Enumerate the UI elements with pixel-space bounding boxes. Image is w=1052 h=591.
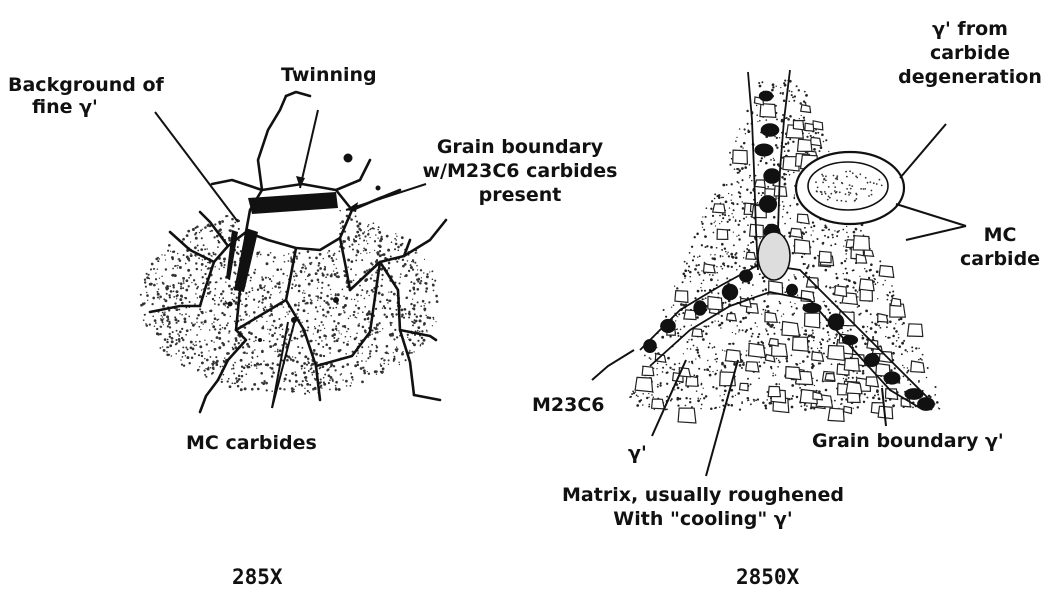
label-gamma-prime: γ' [628, 442, 647, 464]
grain-boundaries-285x [150, 92, 446, 412]
leader-background [155, 112, 238, 222]
twinning-bands [226, 192, 338, 292]
label-grain-boundary-gamma: Grain boundary γ' [812, 430, 1004, 452]
stipple-fine-gamma-prime [140, 210, 439, 395]
label-background-line2: fine γ' [32, 96, 98, 118]
label-mc-carbide-line1: MC [960, 224, 1040, 246]
label-gp-carbide-line1: γ' from [890, 18, 1050, 40]
label-grain-boundary-line3: present [410, 184, 630, 206]
label-grain-boundary-line1: Grain boundary [410, 136, 630, 158]
label-background-line1: Background of [8, 74, 164, 96]
label-mc-carbide-line2: carbide [960, 248, 1040, 270]
leader-mc-2 [272, 316, 296, 408]
label-matrix-line2: With "cooling" γ' [540, 508, 866, 530]
magnification-2850x: 2850X [736, 566, 799, 588]
micrograph-285x [140, 92, 446, 412]
label-matrix-line1: Matrix, usually roughened [540, 484, 866, 506]
magnification-285x: 285X [232, 566, 283, 588]
label-gp-carbide-line3: degeneration [890, 66, 1050, 88]
label-mc-carbides: MC carbides [186, 432, 317, 454]
leader-twinning [300, 110, 318, 188]
mc-carbide-blob [796, 152, 904, 224]
label-m23c6: M23C6 [532, 394, 605, 416]
mc-carbide-channel [758, 232, 790, 280]
label-grain-boundary-line2: w/M23C6 carbides [410, 160, 630, 182]
micrograph-2850x [592, 66, 966, 476]
label-twinning: Twinning [281, 64, 377, 86]
label-gp-carbide-line2: carbide [890, 42, 1050, 64]
